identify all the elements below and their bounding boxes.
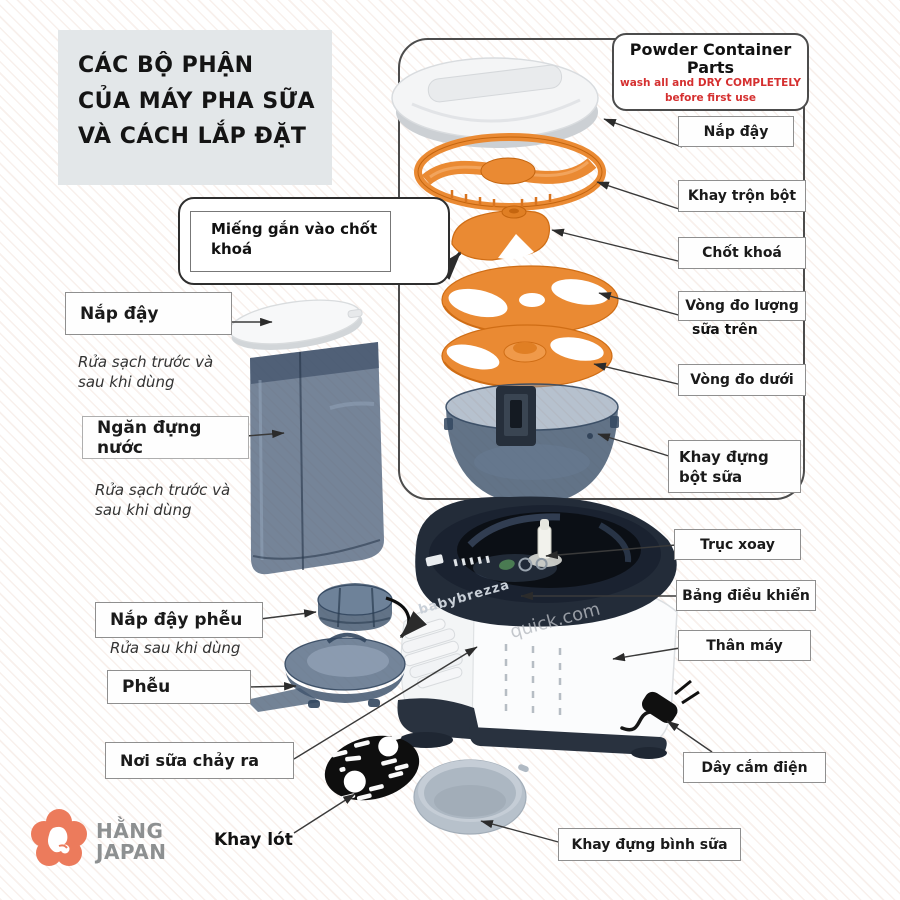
title-line-2: CỦA MÁY PHA SỮA xyxy=(78,88,316,114)
logo-text-line2: JAPAN xyxy=(96,840,167,864)
label-mieng-gan-line1: Miếng gắn vào chốt xyxy=(211,220,378,238)
callout-mieng-gan: Miếng gắn vào chốt khoá xyxy=(178,197,450,285)
note-rua-sach-2: Rửa sạch trước và sau khi dùng xyxy=(95,480,230,521)
label-khay-tron-bot: Khay trộn bột xyxy=(678,180,806,212)
powder-title-line2: Parts xyxy=(686,57,735,77)
page-title: CÁC BỘ PHẬN CỦA MÁY PHA SỮA VÀ CÁCH LẮP … xyxy=(58,30,332,185)
label-nap-day-left: Nắp đậy xyxy=(65,292,232,335)
label-mieng-gan: Miếng gắn vào chốt khoá xyxy=(190,211,391,272)
label-nap-day-right: Nắp đậy xyxy=(678,116,794,147)
label-chot-khoa: Chốt khoá xyxy=(678,237,806,269)
note-rua-sach-2-line1: Rửa sạch trước và xyxy=(95,481,231,499)
powder-warning-line1: wash all and DRY COMPLETELY xyxy=(620,77,801,90)
powder-container-parts-header: Powder Container Parts wash all and DRY … xyxy=(612,33,809,111)
note-rua-sach-2-line2: sau khi dùng xyxy=(95,501,192,520)
label-pheu: Phễu xyxy=(107,670,251,704)
note-rua-sau: Rửa sau khi dùng xyxy=(110,639,241,657)
label-khay-dung-bot-sua: Khay đựng bột sữa xyxy=(668,440,801,493)
logo-text-line1: HẰNG xyxy=(96,819,164,843)
label-bang-dieu-khien: Bảng điều khiển xyxy=(676,580,816,611)
note-rua-sach-1-line1: Rửa sạch trước và xyxy=(78,353,214,371)
label-day-cam-dien: Dây cắm điện xyxy=(683,752,826,783)
powder-warning-line2: before first use xyxy=(664,92,757,105)
label-khay-lot: Khay lót xyxy=(214,830,293,850)
label-vong-do-luong: Vòng đo lượng xyxy=(678,291,806,321)
label-khay-dung-binh-sua: Khay đựng bình sữa xyxy=(558,828,741,861)
label-vong-do-duoi: Vòng đo dưới xyxy=(678,364,806,396)
note-rua-sach-1: Rửa sạch trước và sau khi dùng xyxy=(78,352,213,393)
label-ngan-dung-nuoc: Ngăn đựng nước xyxy=(82,416,249,459)
label-khay-dung-bot-sua-line2: bột sữa xyxy=(679,467,743,486)
label-mieng-gan-line2: khoá xyxy=(211,239,253,258)
title-line-1: CÁC BỘ PHẬN xyxy=(78,53,254,78)
note-rua-sach-1-line2: sau khi dùng xyxy=(78,373,175,392)
hang-japan-logo: HẰNG JAPAN xyxy=(28,806,166,878)
label-khay-dung-bot-sua-line1: Khay đựng xyxy=(679,448,769,466)
label-than-may: Thân máy xyxy=(678,630,811,661)
label-noi-sua-chay-ra: Nơi sữa chảy ra xyxy=(105,742,294,779)
powder-title-line1: Powder Container xyxy=(629,40,792,59)
title-line-3: VÀ CÁCH LẮP ĐẶT xyxy=(78,124,307,150)
label-nap-day-pheu: Nắp đậy phễu xyxy=(95,602,263,638)
label-sua-tren: sữa trên xyxy=(692,322,758,338)
logo-flower-icon xyxy=(31,809,87,866)
label-truc-xoay: Trục xoay xyxy=(674,529,801,560)
